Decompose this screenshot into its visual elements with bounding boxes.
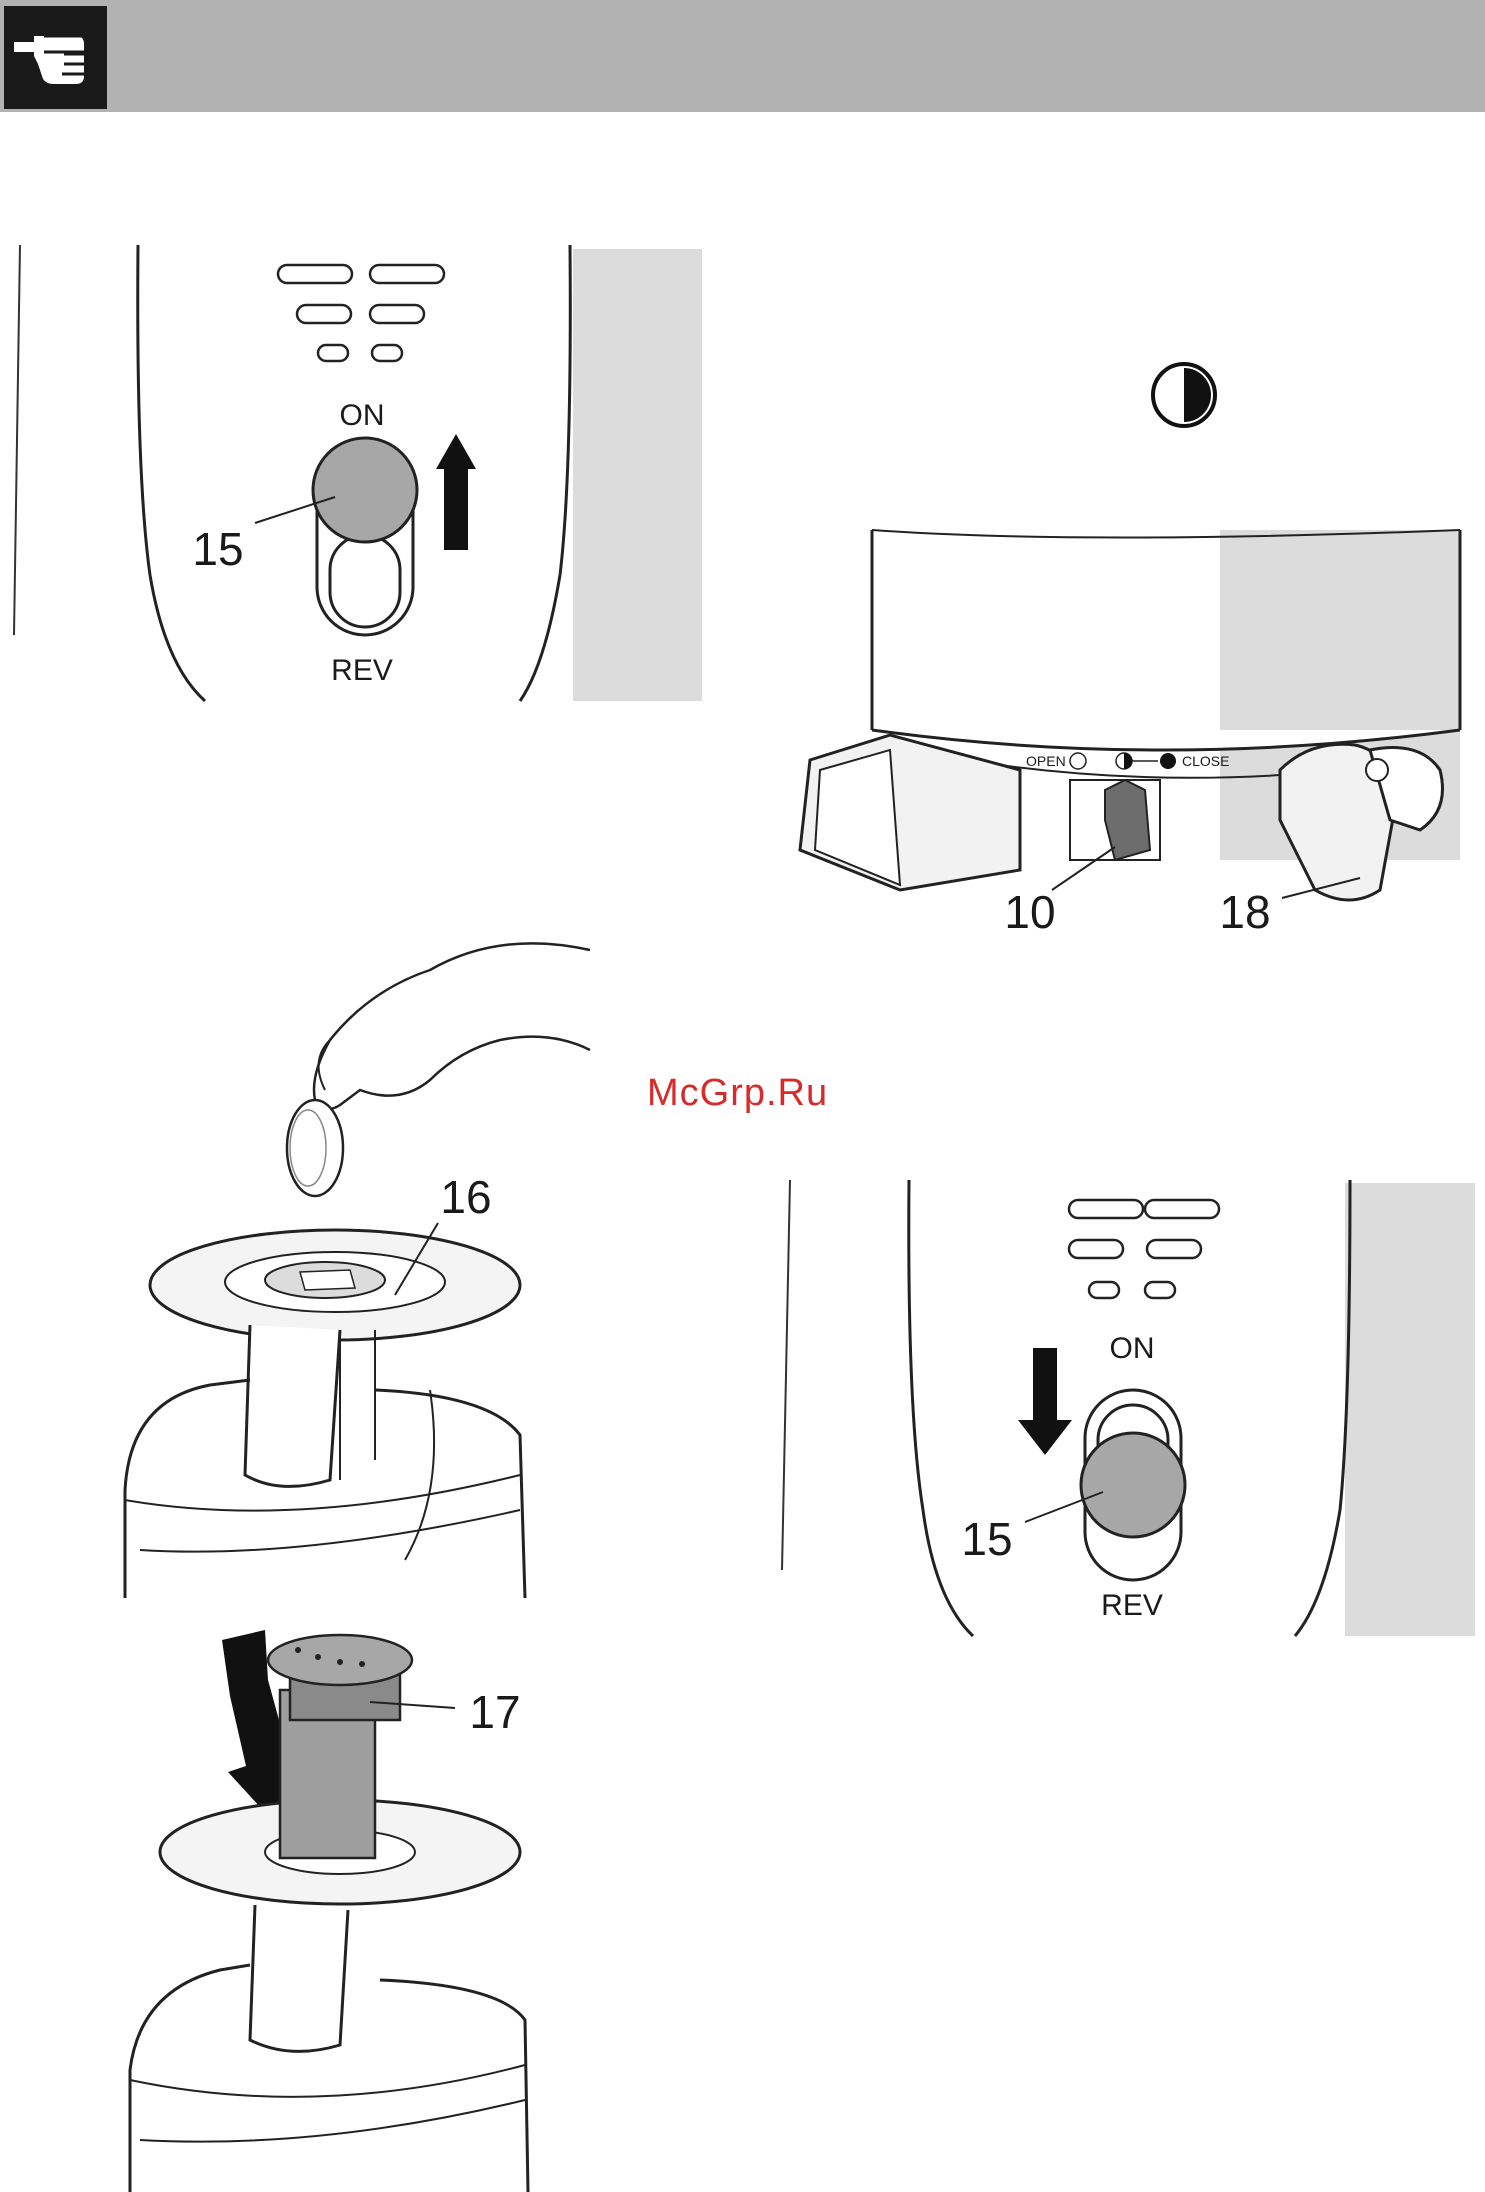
callout-10: 10: [1004, 886, 1055, 938]
switch-on-label: ON: [1110, 1332, 1155, 1365]
switch-on-label: ON: [340, 399, 385, 432]
figure-valve: OPEN CLOSE 10 18: [780, 350, 1480, 950]
switch-rev-label: REV: [1101, 1589, 1163, 1622]
figure-switch-off: ON REV 15: [775, 1180, 1480, 1640]
figure-feed: 16: [100, 930, 600, 1610]
callout-18: 18: [1219, 886, 1270, 938]
watermark-text: McGrp.Ru: [647, 1072, 828, 1115]
valve-open-label: OPEN: [1026, 753, 1066, 769]
callout-17: 17: [469, 1686, 520, 1738]
header-bar: [0, 0, 1485, 112]
callout-16: 16: [440, 1171, 491, 1223]
valve-close-label: CLOSE: [1182, 753, 1229, 769]
callout-15: 15: [192, 523, 243, 575]
figure-pusher: 17: [100, 1620, 620, 2192]
switch-rev-label: REV: [331, 654, 393, 687]
half-circle-icon: [1153, 364, 1215, 426]
callout-15: 15: [961, 1513, 1012, 1565]
pointing-hand-icon: [4, 6, 107, 109]
figure-switch-on: ON REV 15: [0, 245, 710, 705]
